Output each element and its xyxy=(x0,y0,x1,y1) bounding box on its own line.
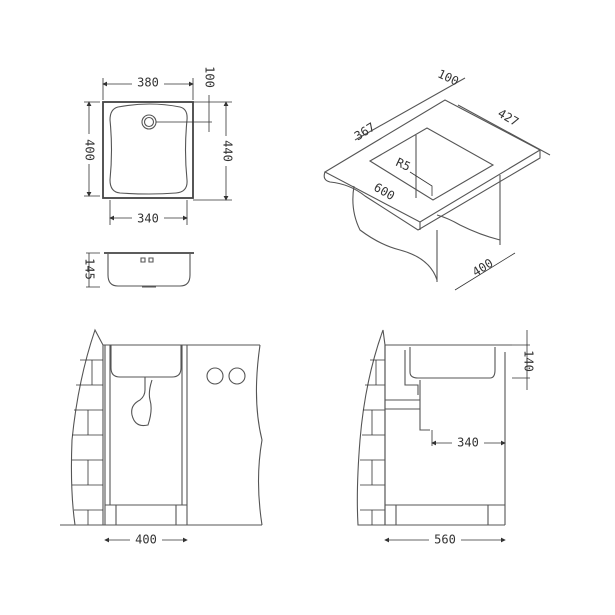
dim-r5: R5 xyxy=(394,155,413,174)
sink-opening xyxy=(368,127,495,201)
dim-100-iso: 100 xyxy=(435,67,461,89)
dim-100: 100 xyxy=(203,66,217,88)
dim-340-side: 340 xyxy=(457,436,479,450)
brick-wall xyxy=(70,328,104,526)
tap-hole xyxy=(228,367,246,385)
dim-400-iso: 400 xyxy=(470,256,496,279)
dim-600: 600 xyxy=(371,180,397,203)
iso-view: 367 600 427 100 R5 400 xyxy=(323,67,551,291)
dim-560: 560 xyxy=(434,533,456,547)
dim-380: 380 xyxy=(137,76,159,90)
side-elevation: 140 340 560 xyxy=(356,329,536,547)
bowl-outline xyxy=(109,103,188,195)
section-view: 145 xyxy=(83,252,194,288)
plan-view: 380 100 440 400 340 xyxy=(82,66,235,226)
dim-140: 140 xyxy=(522,350,536,372)
sink-outline xyxy=(102,101,194,199)
dim-427: 427 xyxy=(495,106,521,129)
dim-340: 340 xyxy=(137,212,159,226)
brick-wall xyxy=(356,329,386,526)
dim-145: 145 xyxy=(83,258,97,280)
tap-hole xyxy=(206,367,224,385)
dim-400: 400 xyxy=(83,139,97,161)
dim-440: 440 xyxy=(221,140,235,162)
front-elevation: 400 xyxy=(60,328,263,547)
dim-400-front: 400 xyxy=(135,533,157,547)
